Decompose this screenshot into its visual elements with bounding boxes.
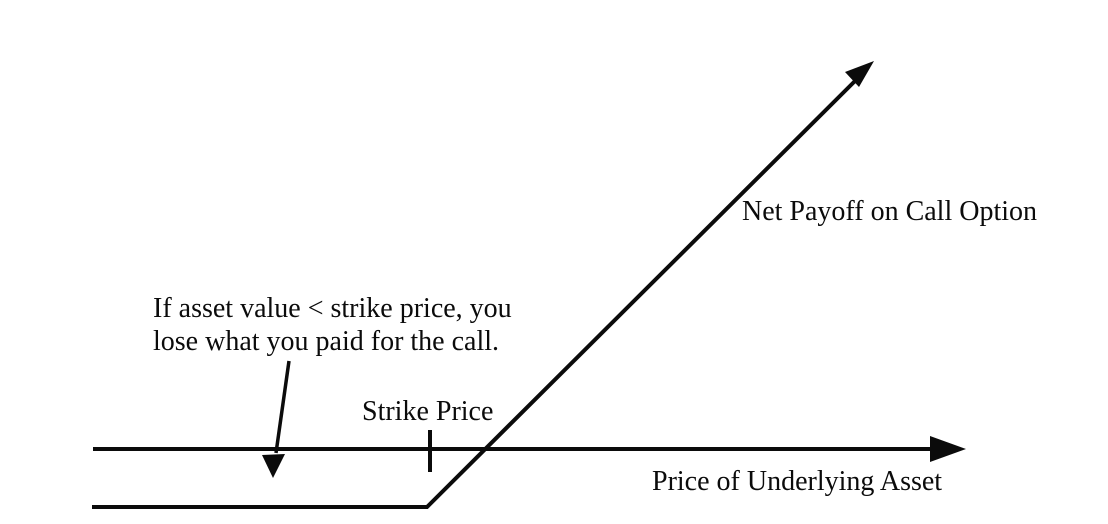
net-payoff-label: Net Payoff on Call Option xyxy=(742,196,1038,227)
strike-price-label: Strike Price xyxy=(362,396,494,427)
x-axis-label: Price of Underlying Asset xyxy=(652,466,943,497)
callout-text-line-1: If asset value < strike price, you xyxy=(153,293,512,324)
callout-text: If asset value < strike price, you lose … xyxy=(153,292,512,358)
payoff-line-arrowhead-icon xyxy=(845,61,874,87)
callout-text-line-2: lose what you paid for the call. xyxy=(153,326,500,357)
x-axis-arrowhead-icon xyxy=(930,436,966,462)
callout-arrowhead-icon xyxy=(262,454,285,478)
callout-arrow-line xyxy=(274,360,291,454)
payoff-line xyxy=(92,78,858,509)
